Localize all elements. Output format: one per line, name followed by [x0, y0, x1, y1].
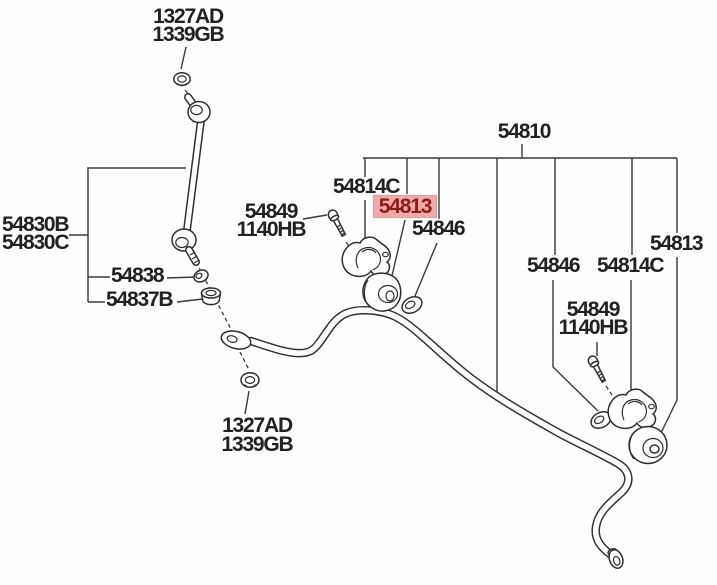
part-label-clamp-right[interactable]: 54814C [597, 254, 665, 277]
part-label-mount-bushing[interactable]: 54837B [106, 288, 174, 311]
nut-bottom-drawing [240, 371, 260, 389]
part-label-bolt-right[interactable]: 54849 1140HB [558, 298, 629, 339]
part-label-bushing-right[interactable]: 54813 [650, 232, 704, 255]
clamp-left-drawing [341, 236, 391, 278]
bolt-right-drawing [587, 355, 607, 384]
part-label-assembly[interactable]: 54810 [497, 120, 552, 143]
clamp-right-drawing [607, 388, 657, 430]
part-label-clamp-left[interactable]: 54814C [333, 175, 401, 198]
part-label-bolt-left[interactable]: 54849 1140HB [236, 200, 307, 241]
bolt-left-drawing [327, 209, 347, 238]
nut-top-drawing [173, 71, 191, 87]
part-label-washer[interactable]: 54838 [111, 264, 165, 287]
part-label-top-nut[interactable]: 1327AD 1339GB [152, 5, 224, 46]
mount-bushing-drawing [200, 287, 222, 306]
part-label-bushing-left-selected[interactable]: 54813 [373, 195, 437, 218]
part-label-bottom-nut[interactable]: 1327AD 1339GB [221, 414, 293, 456]
part-label-ring-right[interactable]: 54846 [527, 254, 581, 277]
part-label-link[interactable]: 54830B 54830C [2, 213, 70, 254]
washer-drawing [193, 269, 209, 283]
stabilizer-link-drawing [171, 71, 211, 266]
stabilizer-bar-drawing [220, 305, 633, 569]
leader-lines [69, 46, 678, 436]
ring-left-drawing [401, 295, 423, 315]
bushing-left-drawing [362, 272, 402, 312]
part-label-ring-left[interactable]: 54846 [412, 217, 466, 240]
bushing-right-drawing [628, 425, 668, 465]
